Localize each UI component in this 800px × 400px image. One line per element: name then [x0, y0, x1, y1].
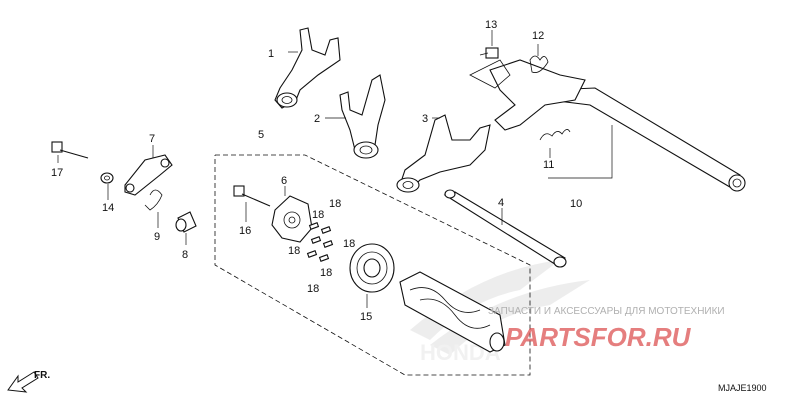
bolt-16 [233, 185, 271, 222]
gearshift-spindle-10 [469, 59, 746, 192]
label-part-18-b: 18 [329, 198, 341, 210]
spring-9 [144, 189, 163, 228]
bolt-17 [51, 141, 89, 163]
spring-12 [529, 44, 549, 73]
label-part-10: 10 [570, 198, 582, 210]
stopper-arm-7 [124, 145, 173, 196]
label-part-18-d: 18 [288, 245, 300, 257]
label-part-5: 5 [258, 129, 264, 141]
bolt-13 [479, 30, 499, 59]
shift-fork-2 [325, 74, 386, 159]
assembly-5-dashed-frame [214, 154, 531, 376]
label-part-9: 9 [154, 231, 160, 243]
drum-center-6 [271, 186, 313, 243]
front-marker-label: FR. [34, 370, 50, 381]
label-part-18-a: 18 [312, 209, 324, 221]
pins-18 [306, 222, 334, 262]
shift-drum [399, 271, 506, 353]
label-part-15: 15 [360, 311, 372, 323]
shift-fork-3 [396, 114, 491, 193]
label-part-12: 12 [532, 30, 544, 42]
label-part-6: 6 [281, 175, 287, 187]
bearing-15 [349, 243, 395, 308]
label-part-18-f: 18 [307, 283, 319, 295]
label-part-3: 3 [422, 113, 428, 125]
label-part-14: 14 [102, 202, 114, 214]
label-part-17: 17 [51, 167, 63, 179]
label-part-18-e: 18 [320, 267, 332, 279]
label-part-8: 8 [182, 249, 188, 261]
label-part-13: 13 [485, 19, 497, 31]
label-part-7: 7 [149, 133, 155, 145]
collar-8 [175, 211, 197, 245]
label-part-11: 11 [543, 159, 554, 171]
label-part-2: 2 [314, 113, 320, 125]
label-part-18-c: 18 [343, 238, 355, 250]
label-part-16: 16 [239, 225, 251, 237]
diagram-code: MJAJE1900 [718, 383, 767, 393]
watermark-caption: ЗАПЧАСТИ И АКСЕССУАРЫ ДЛЯ МОТОТЕХНИКИ [488, 306, 725, 317]
return-spring-11 [539, 129, 571, 158]
watermark-logo: PARTSFOR.RU [505, 322, 692, 352]
fork-shaft-4 [443, 189, 567, 268]
washer-14 [100, 172, 114, 200]
label-part-1: 1 [268, 48, 274, 60]
front-arrow-icon [7, 371, 39, 393]
shift-fork-1 [274, 27, 341, 109]
label-part-4: 4 [498, 197, 504, 209]
